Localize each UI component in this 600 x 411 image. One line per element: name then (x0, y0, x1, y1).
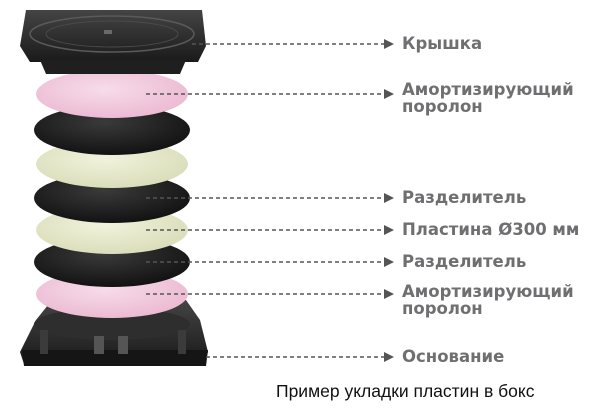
lid-shell (20, 10, 206, 74)
label-foam-bottom-line2: поролон (402, 299, 483, 318)
label-separator-2: Разделитель (402, 252, 527, 271)
label-lid: Крышка (402, 34, 483, 53)
label-foam-top-line1: Амортизирующий (402, 80, 574, 99)
label-plate: Пластина Ø300 мм (402, 220, 580, 239)
leader-arrowheads (384, 39, 394, 362)
label-separator-1: Разделитель (402, 188, 527, 207)
label-foam-bottom-line1: Амортизирующий (402, 282, 574, 301)
foam-top-disc (36, 70, 188, 118)
leader-lines (146, 43, 384, 358)
label-foam-top-line2: поролон (402, 97, 483, 116)
separator-disc-upper (34, 105, 190, 155)
base-shell (20, 300, 208, 366)
separator-disc-1 (34, 173, 190, 223)
plate-disc-upper (36, 140, 188, 188)
label-base: Основание (402, 347, 505, 366)
caption: Пример укладки пластин в бокс (276, 381, 535, 401)
